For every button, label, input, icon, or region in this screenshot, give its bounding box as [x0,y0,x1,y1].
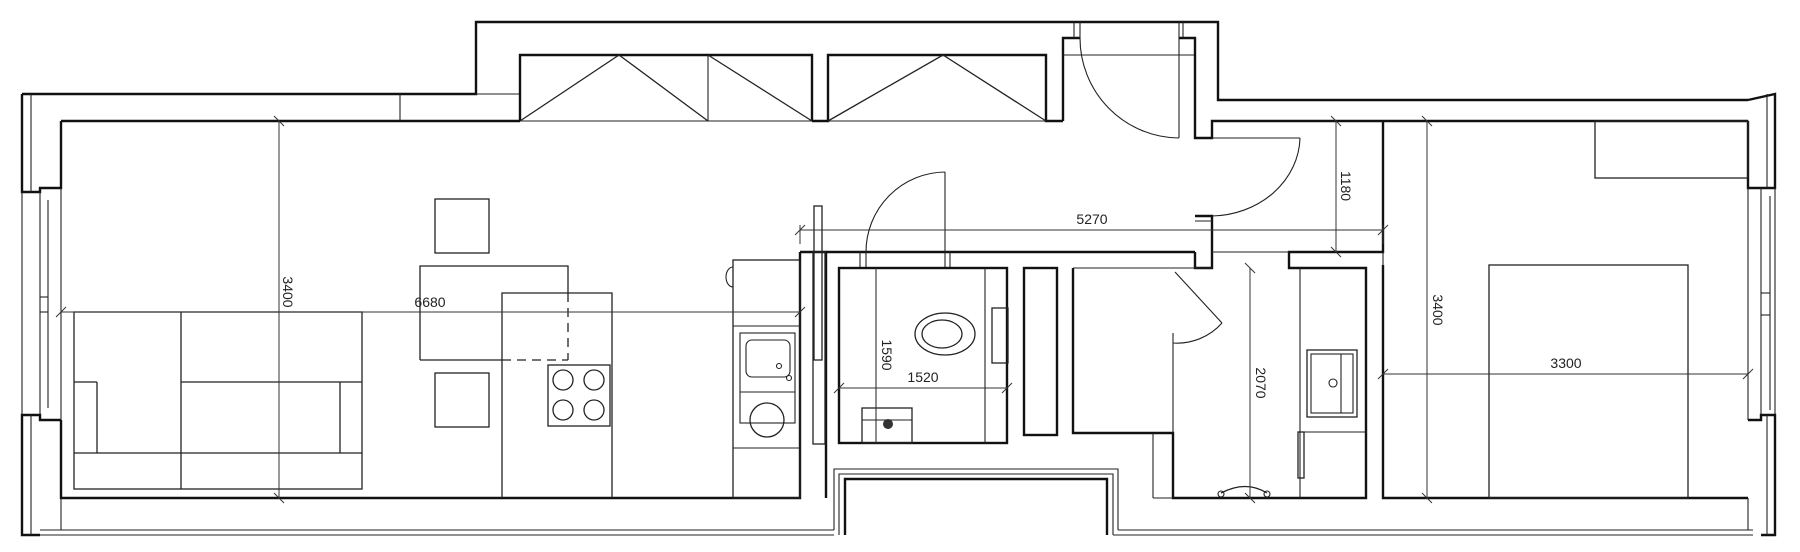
wardrobe-top-left [518,53,814,122]
dimension-hall-depth: 1180 [1330,115,1354,258]
dimension-hall-length: 5270 [794,211,1389,244]
dimension-bath-height: 2070 [1244,262,1269,504]
window-living [21,188,62,420]
cooktop [547,364,611,427]
partition-panel [813,205,823,361]
dim-label: 6680 [414,294,445,310]
dimension-living-height: 3400 [273,115,296,504]
chair-top [434,198,490,254]
dimension-living-width: 6680 [55,294,806,318]
chair-bottom [434,372,490,428]
wc-walls [800,171,1195,498]
dimension-wc-width: 1520 [833,369,1013,394]
kitchen-counter [725,259,801,499]
dim-label: 3400 [1430,294,1446,325]
dim-label: 1590 [879,339,895,370]
dimension-wc-height: 1590 [875,268,895,443]
dim-label: 1520 [907,369,938,385]
bedroom-wardrobe [1594,120,1749,179]
dining-table [419,265,569,361]
dim-label: 1180 [1338,171,1354,201]
washer-icon [749,402,785,438]
towel-radiator [1297,431,1366,479]
entrance-door [1061,22,1383,140]
dim-label: 3400 [280,276,296,307]
window-bedroom [1747,188,1776,420]
wardrobe-top-right [812,53,1063,123]
wc-sink [861,407,913,444]
sofa [73,311,363,490]
installation-shaft [1022,266,1059,437]
partition-wall [812,251,826,445]
dim-label: 2070 [1253,367,1269,398]
bedroom-door [1193,137,1301,270]
kitchen-island [501,292,613,498]
bathroom-sink [1306,349,1358,418]
bathroom-bench [1217,485,1271,498]
dimension-bedroom-height: 3400 [1421,115,1446,504]
dim-label: 3300 [1550,355,1581,371]
dimension-bedroom-width: 3300 [1377,355,1754,380]
bed [1488,264,1689,499]
dim-label: 5270 [1076,211,1107,227]
